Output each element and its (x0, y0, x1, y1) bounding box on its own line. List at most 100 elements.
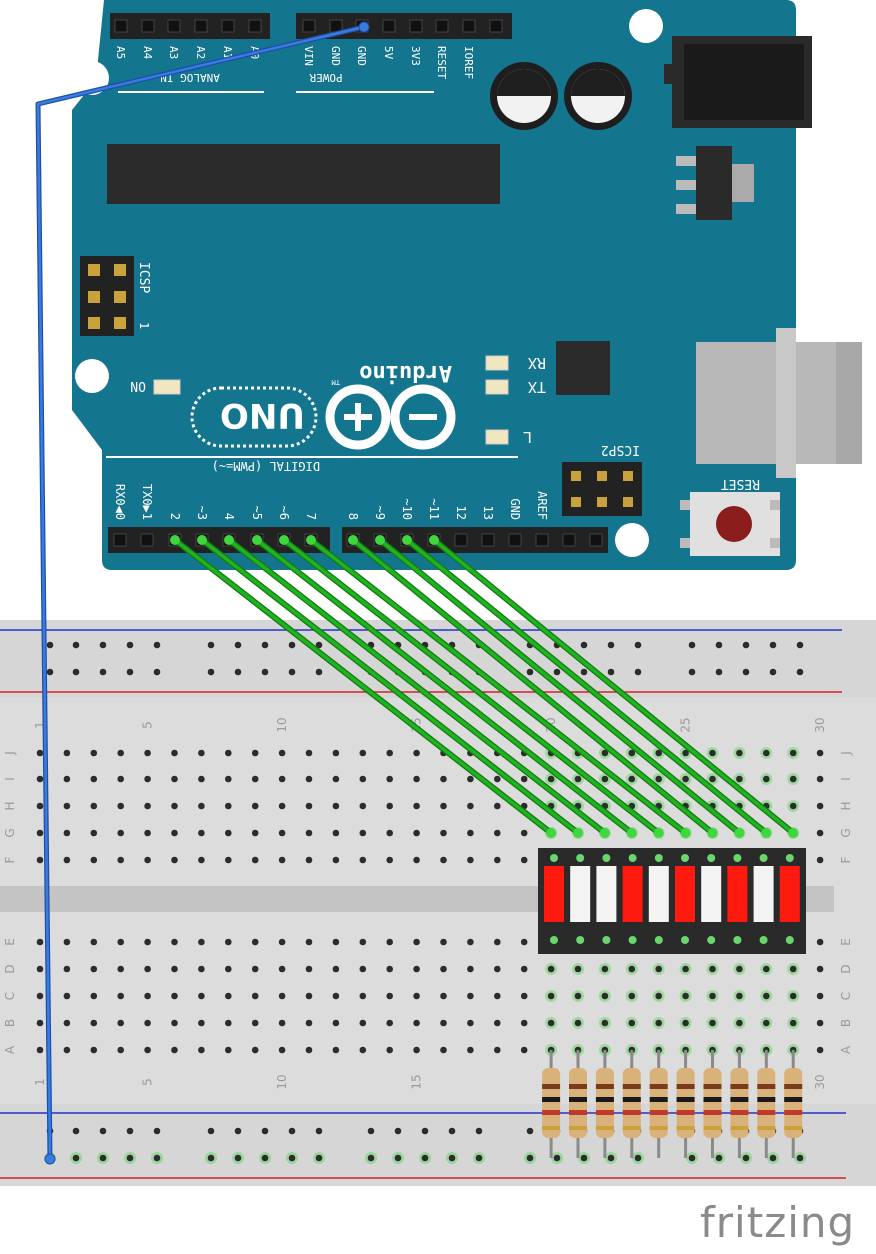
breadboard-hole (198, 1019, 205, 1027)
breadboard-hole (520, 829, 528, 837)
signal-wire-core (351, 538, 715, 835)
breadboard-hole (305, 1046, 313, 1054)
breadboard-hole (198, 802, 205, 810)
breadboard-hole (332, 856, 340, 864)
ground-wire-end-top (358, 21, 370, 33)
breadboard-hole (682, 775, 689, 783)
resistor-band (784, 1110, 803, 1115)
column-number: 30 (813, 1074, 827, 1089)
breadboard-hole (36, 856, 44, 864)
row-letter: I (3, 777, 17, 781)
breadboard-hole (332, 1019, 340, 1027)
breadboard-hole (359, 856, 367, 864)
breadboard-hole (90, 965, 98, 973)
row-letter: F (3, 856, 17, 863)
breadboard-hole (332, 775, 340, 783)
breadboard-hole (144, 1046, 151, 1054)
breadboard-hole (386, 829, 394, 837)
row-letter: J (839, 751, 853, 756)
analog-header (110, 13, 270, 39)
row-letter: D (839, 964, 853, 973)
wire-end (707, 828, 718, 838)
breadboard-hole (99, 1127, 107, 1135)
breadboard-hole (386, 965, 394, 973)
breadboard-hole (315, 641, 323, 649)
reset-button[interactable] (680, 492, 780, 556)
breadboard-hole (359, 749, 367, 757)
breadboard-hole (682, 1019, 689, 1027)
breadboard-hole (144, 829, 151, 837)
breadboard-hole (332, 992, 340, 1000)
breadboard-hole (225, 992, 232, 1000)
breadboard-hole (467, 965, 474, 973)
breadboard-hole (494, 856, 501, 864)
breadboard-hole (171, 938, 178, 946)
breadboard-hole (359, 829, 367, 837)
breadboard-hole (386, 1046, 394, 1054)
wire-end (680, 828, 691, 838)
icsp2-pin (571, 497, 581, 507)
breadboard-hole (198, 992, 205, 1000)
breadboard-hole (63, 965, 71, 973)
breadboard-hole (413, 775, 420, 783)
column-number: 5 (141, 1078, 155, 1086)
bargraph-pin-top (628, 854, 637, 862)
header-pin (194, 19, 208, 33)
breadboard-hole (688, 1154, 696, 1162)
wire-end (626, 828, 637, 838)
breadboard-hole (225, 965, 232, 973)
breadboard-hole (494, 802, 501, 810)
breadboard-hole (117, 829, 124, 837)
column-number: 30 (813, 717, 827, 732)
bargraph-segment (779, 866, 800, 922)
digital-pin-label: 2 (168, 513, 182, 520)
breadboard-hole (126, 1127, 134, 1135)
arduino-logo: Arduino TM UNO (190, 360, 456, 450)
breadboard-hole (634, 641, 642, 649)
icsp2-pin (597, 471, 607, 481)
breadboard-hole (36, 775, 44, 783)
breadboard-hole (494, 1046, 501, 1054)
breadboard-hole (413, 749, 420, 757)
bargraph-pin-bottom (550, 936, 558, 944)
column-number: 10 (275, 1074, 289, 1089)
breadboard-hole (715, 1154, 723, 1162)
signal-wire-core (227, 538, 607, 835)
bargraph-pin-bottom (654, 936, 663, 944)
signal-wire-core (200, 538, 580, 835)
breadboard-hole (251, 749, 259, 757)
bargraph-segment (701, 866, 722, 922)
breadboard-hole (63, 992, 71, 1000)
breadboard-hole (494, 965, 501, 973)
wire-end (653, 828, 664, 838)
resistor-band (703, 1084, 722, 1089)
breadboard-hole (305, 802, 313, 810)
breadboard-hole (153, 641, 161, 649)
breadboard-hole (607, 1154, 615, 1162)
digital-pin-label: 13 (481, 506, 495, 520)
reset-label: RESET (721, 476, 760, 491)
bargraph-pin-top (550, 854, 558, 862)
bargraph-segment (622, 866, 643, 922)
wire-start (170, 535, 180, 545)
breadboard-hole (386, 749, 394, 757)
wire-start (429, 535, 439, 545)
top-header-pins (114, 19, 503, 33)
breadboard-hole (251, 965, 259, 973)
resistor-band (569, 1126, 587, 1130)
breadboard-hole (207, 668, 215, 676)
breadboard-hole (117, 965, 124, 973)
breadboard-hole (278, 775, 286, 783)
breadboard-hole (117, 992, 124, 1000)
breadboard-hole (494, 938, 501, 946)
breadboard-hole (117, 1019, 124, 1027)
power-pin-label: 3V3 (409, 46, 422, 66)
resistor-band (730, 1084, 749, 1089)
breadboard-hole (359, 938, 367, 946)
breadboard-hole (359, 992, 367, 1000)
breadboard-hole (117, 775, 124, 783)
breadboard-hole (198, 1046, 205, 1054)
breadboard-hole (171, 965, 178, 973)
row-letter: F (839, 856, 853, 863)
breadboard-hole (261, 1154, 269, 1162)
